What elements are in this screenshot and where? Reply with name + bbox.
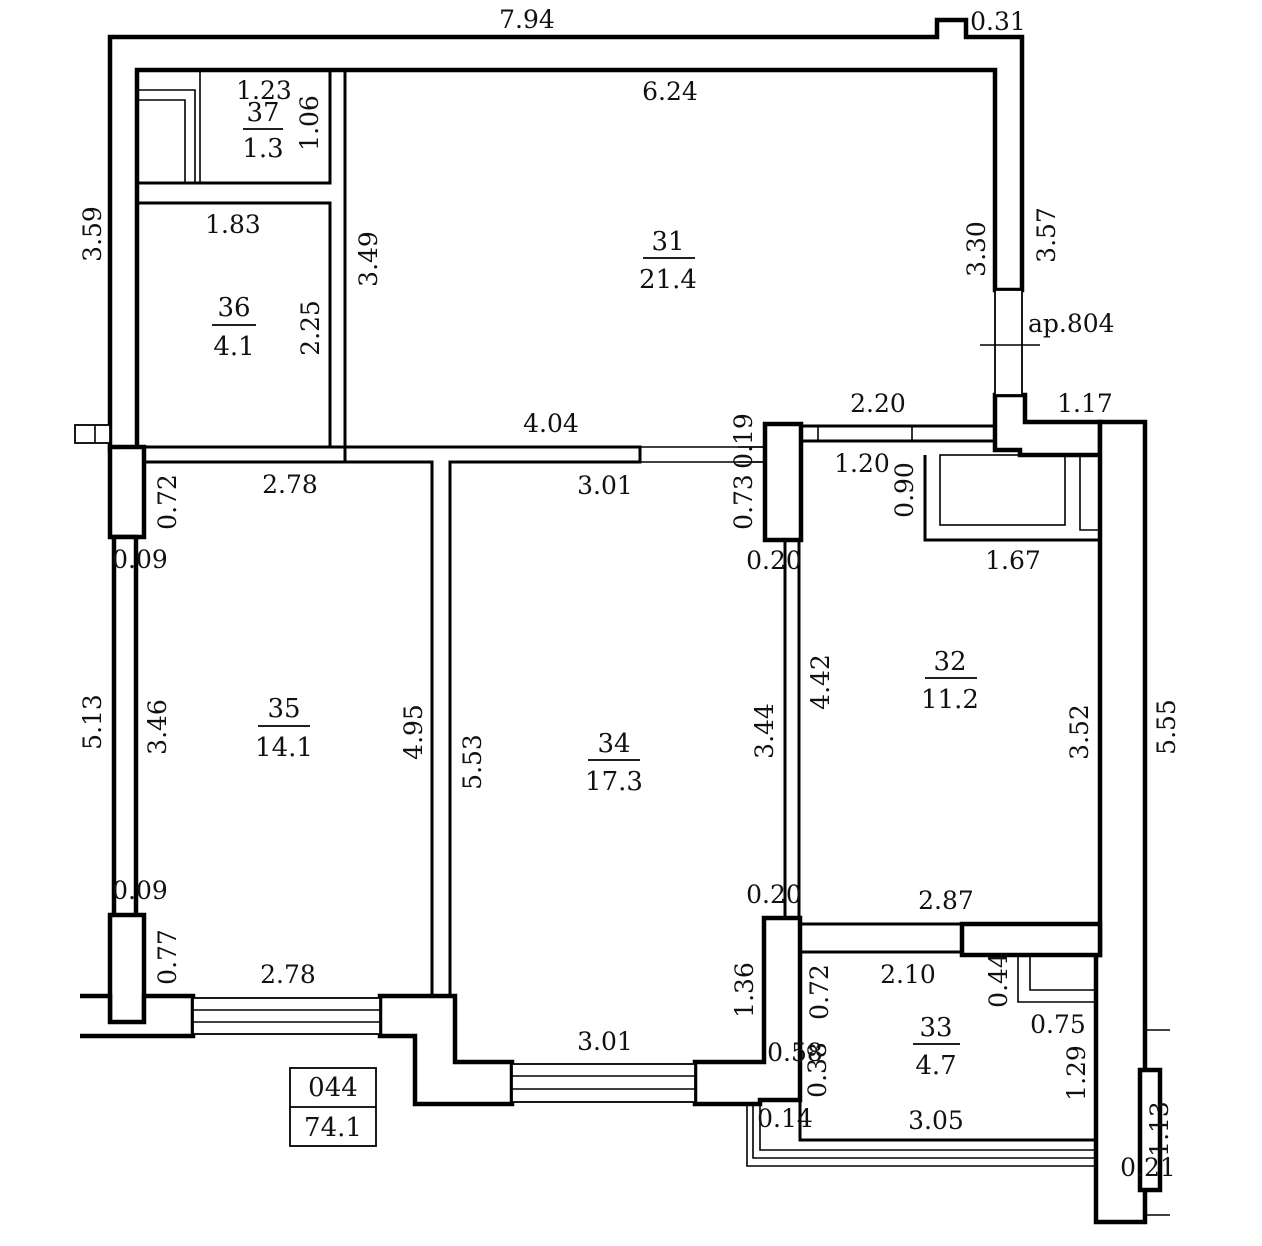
dim-room33-0-44: 0.44 [984, 952, 1013, 1008]
room37-number: 37 [246, 98, 279, 128]
room33-area: 4.7 [915, 1051, 956, 1081]
window-room35 [192, 997, 381, 1035]
partition-37 [137, 70, 332, 185]
room33-number: 33 [919, 1013, 952, 1043]
dim-room35-inner: 4.95 [399, 704, 428, 760]
door-entry [994, 289, 1023, 396]
dim-room34-right: 3.44 [750, 703, 779, 759]
dim-room33-3-05: 3.05 [908, 1106, 964, 1135]
wall-35-34 [142, 447, 434, 996]
dim-top-overall: 7.94 [499, 5, 555, 34]
dim-room36-width: 1.83 [205, 210, 261, 239]
dim-right-outer: 5.55 [1152, 699, 1181, 755]
dimension-labels-vertical: 3.59 1.06 3.49 2.25 3.30 3.57 0.19 0.73 … [78, 95, 1181, 1157]
dim-left-upper: 3.59 [78, 206, 107, 262]
dim-hall-2-20: 2.20 [850, 389, 906, 418]
dim-balc-0-14: 0.14 [757, 1104, 813, 1133]
apartment-summary: 044 74.1 [289, 1067, 377, 1147]
window-left-upper [74, 424, 111, 444]
dim-niche-1-20: 1.20 [834, 449, 890, 478]
dim-room32-bottom: 2.87 [918, 886, 974, 915]
dim-room35-width-bottom: 2.78 [260, 960, 316, 989]
dim-room32-left: 4.42 [806, 654, 835, 710]
apartment-area: 74.1 [304, 1113, 362, 1143]
dim-mid-0-20-bottom: 0.20 [746, 880, 802, 909]
room35-number: 35 [267, 694, 300, 724]
dim-left-0-09-bottom: 0.09 [112, 876, 168, 905]
left-wall-middle [111, 534, 139, 920]
dim-room33-0-75: 0.75 [1030, 1010, 1086, 1039]
partitions [137, 70, 1170, 1216]
room-labels: 31 21.4 32 11.2 33 4.7 34 17.3 35 14.1 3… [212, 98, 979, 1081]
room34-number: 34 [597, 729, 630, 759]
dim-left-outer-5-13: 5.13 [78, 694, 107, 750]
dim-mid-0-20-top: 0.20 [746, 546, 802, 575]
dim-room36-height: 2.25 [296, 300, 325, 356]
dim-top-step: 0.31 [970, 7, 1026, 36]
bottom-middle-wall [377, 993, 515, 1107]
right-outer-wall [1093, 419, 1148, 1225]
room31-area: 21.4 [639, 265, 697, 295]
dim-room33-2-10: 2.10 [880, 960, 936, 989]
dim-right-0-21: 0.21 [1120, 1153, 1176, 1182]
room31-number: 31 [651, 227, 684, 257]
dim-small-0-19: 0.19 [729, 413, 758, 469]
dim-wall-0-73: 0.73 [729, 474, 758, 530]
wall-32-33 [959, 921, 1103, 958]
dim-room37-width: 1.23 [236, 76, 292, 105]
dim-room32-right: 3.52 [1065, 704, 1094, 760]
dim-room34-width-bottom: 3.01 [577, 1027, 633, 1056]
left-pier-upper [107, 444, 147, 540]
dim-room33-0-72: 0.72 [805, 964, 834, 1020]
room35-area: 14.1 [255, 733, 313, 763]
dim-room32-1-67: 1.67 [985, 546, 1041, 575]
left-pier-lower [107, 912, 147, 1026]
dim-balc-0-38: 0.38 [803, 1042, 832, 1098]
dim-corridor-width: 4.04 [523, 409, 579, 438]
room32-area: 11.2 [921, 685, 979, 715]
dim-corridor-height: 3.49 [354, 231, 383, 287]
partition-36 [137, 201, 332, 447]
dim-right-upper-outer: 3.57 [1032, 207, 1061, 263]
room37-detail [137, 89, 196, 183]
room34-area: 17.3 [585, 767, 643, 797]
dim-balc-0-58: 0.58 [767, 1038, 823, 1067]
wall-34-left [345, 445, 642, 996]
dim-room35-height: 3.46 [143, 699, 172, 755]
dim-room37-height: 1.06 [295, 95, 324, 151]
dim-left-0-77: 0.77 [153, 929, 182, 985]
room36-number: 36 [217, 293, 250, 323]
dim-right-1-17: 1.17 [1057, 389, 1113, 418]
dim-right-upper-inner: 3.30 [962, 221, 991, 277]
dim-room31-width: 6.24 [642, 77, 698, 106]
room36-area: 4.1 [213, 332, 254, 362]
niche-32 [923, 455, 1100, 542]
dim-room35-width-top: 2.78 [262, 470, 318, 499]
pier-34-32 [762, 421, 804, 543]
dim-left-0-72: 0.72 [153, 474, 182, 530]
dim-right-1-13: 1.13 [1145, 1101, 1174, 1157]
dim-wall-1-36: 1.36 [730, 962, 759, 1018]
window-room34 [511, 1063, 696, 1103]
room37-area: 1.3 [242, 134, 283, 164]
windows [74, 289, 1040, 1103]
dim-room34-left: 5.53 [458, 734, 487, 790]
dimension-labels: 7.94 0.31 6.24 1.23 1.83 4.04 2.20 1.17 … [112, 5, 1176, 1182]
right-pier-detail [1137, 1067, 1163, 1193]
dim-room33-1-29: 1.29 [1062, 1045, 1091, 1101]
dim-left-0-09-top: 0.09 [112, 545, 168, 574]
wall-33-bottom [798, 1100, 1096, 1142]
room32-number: 32 [933, 647, 966, 677]
entry-label: ap.804 [1028, 309, 1115, 338]
dim-room34-width-top: 3.01 [577, 471, 633, 500]
apartment-number: 044 [308, 1073, 358, 1103]
dim-niche-0-90: 0.90 [890, 462, 919, 518]
outer-walls [80, 17, 1148, 1225]
